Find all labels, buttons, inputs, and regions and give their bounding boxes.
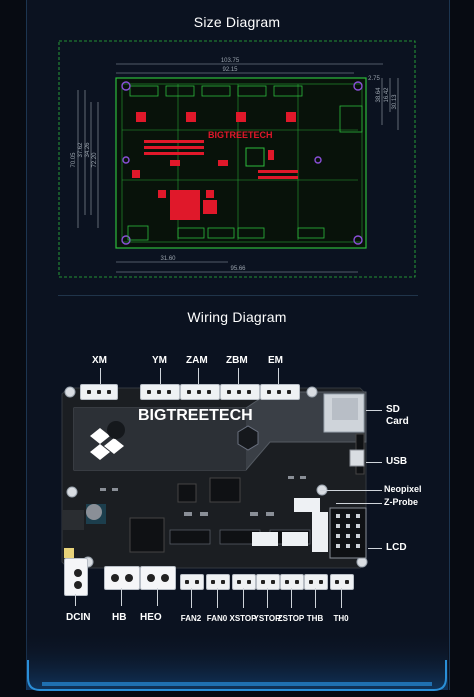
svg-text:30.13: 30.13 xyxy=(392,94,398,110)
pointer-z-probe xyxy=(336,503,382,504)
label-fan2: FAN2 xyxy=(180,614,202,623)
pointer-lcd xyxy=(368,548,382,549)
connector-th0 xyxy=(330,574,354,590)
label-neopixel: Neopixel xyxy=(384,484,422,494)
svg-text:92.15: 92.15 xyxy=(222,67,238,73)
connector-fan0 xyxy=(206,574,230,590)
connector-xstop xyxy=(232,574,256,590)
label-zstop: ZSTOP xyxy=(277,614,305,623)
label-ystop: YSTOP xyxy=(253,614,281,623)
connector-ystop xyxy=(256,574,280,590)
connector-zstop xyxy=(280,574,304,590)
pointer-ystop xyxy=(267,588,268,608)
svg-text:70.05: 70.05 xyxy=(71,152,77,168)
pointer-em xyxy=(278,368,279,384)
connector-ym xyxy=(140,384,180,400)
pointer-heo xyxy=(157,588,158,606)
wiring-board: BIGTREETECH xyxy=(61,386,368,569)
svg-text:34.26: 34.26 xyxy=(85,142,91,158)
connector-fan2 xyxy=(180,574,204,590)
connector-zam xyxy=(180,384,220,400)
bottom-glow xyxy=(26,630,448,691)
pointer-zam xyxy=(198,368,199,384)
label-ym: YM xyxy=(152,355,167,366)
svg-text:72.20: 72.20 xyxy=(92,152,98,168)
svg-text:BIGTREETECH: BIGTREETECH xyxy=(138,407,253,424)
label-sd-card: SD Card xyxy=(386,404,409,427)
pointer-fan2 xyxy=(191,588,192,608)
pointer-neopixel xyxy=(320,490,382,491)
label-lcd: LCD xyxy=(386,542,407,553)
pointer-xstop xyxy=(243,588,244,608)
svg-text:31.60: 31.60 xyxy=(160,256,176,262)
pointer-sd-card xyxy=(366,410,382,411)
pointer-dcin xyxy=(75,594,76,606)
pointer-thb xyxy=(315,588,316,608)
svg-text:37.62: 37.62 xyxy=(78,142,84,158)
svg-text:103.75: 103.75 xyxy=(221,58,240,64)
connector-heo xyxy=(140,566,176,590)
label-zam: ZAM xyxy=(186,355,208,366)
svg-text:2.75: 2.75 xyxy=(368,76,380,82)
size-diagram-title: Size Diagram xyxy=(193,14,281,30)
connector-xm xyxy=(80,384,118,400)
size-diagram: 103.75 92.15 31.60 95.66 70.05 37.62 34.… xyxy=(58,40,416,278)
label-em: EM xyxy=(268,355,283,366)
label-thb: THB xyxy=(306,614,324,623)
pointer-ym xyxy=(160,368,161,384)
connector-thb xyxy=(304,574,328,590)
pointer-zbm xyxy=(238,368,239,384)
label-dcin: DCIN xyxy=(66,612,91,623)
section-divider xyxy=(58,295,418,296)
connector-zbm xyxy=(220,384,260,400)
connector-em xyxy=(260,384,300,400)
label-z-probe: Z-Probe xyxy=(384,497,419,507)
svg-text:BIGTREETECH: BIGTREETECH xyxy=(208,130,273,140)
label-hb: HB xyxy=(112,612,127,623)
pointer-zstop xyxy=(291,588,292,608)
label-zbm: ZBM xyxy=(226,355,248,366)
label-fan0: FAN0 xyxy=(206,614,228,623)
svg-text:16.42: 16.42 xyxy=(384,87,390,103)
label-th0: TH0 xyxy=(333,614,349,623)
pointer-th0 xyxy=(341,588,342,608)
label-heo: HEO xyxy=(140,612,162,623)
pointer-usb xyxy=(366,462,382,463)
svg-text:95.66: 95.66 xyxy=(230,266,246,272)
pointer-hb xyxy=(121,588,122,606)
wiring-diagram-title: Wiring Diagram xyxy=(187,309,287,325)
label-xm: XM xyxy=(92,355,107,366)
connector-dcin xyxy=(64,558,88,596)
label-usb: USB xyxy=(386,456,408,467)
label-xstop: XSTOP xyxy=(229,614,257,623)
connector-hb xyxy=(104,566,140,590)
svg-text:38.64: 38.64 xyxy=(376,87,382,103)
pointer-xm xyxy=(100,368,101,384)
pointer-fan0 xyxy=(217,588,218,608)
